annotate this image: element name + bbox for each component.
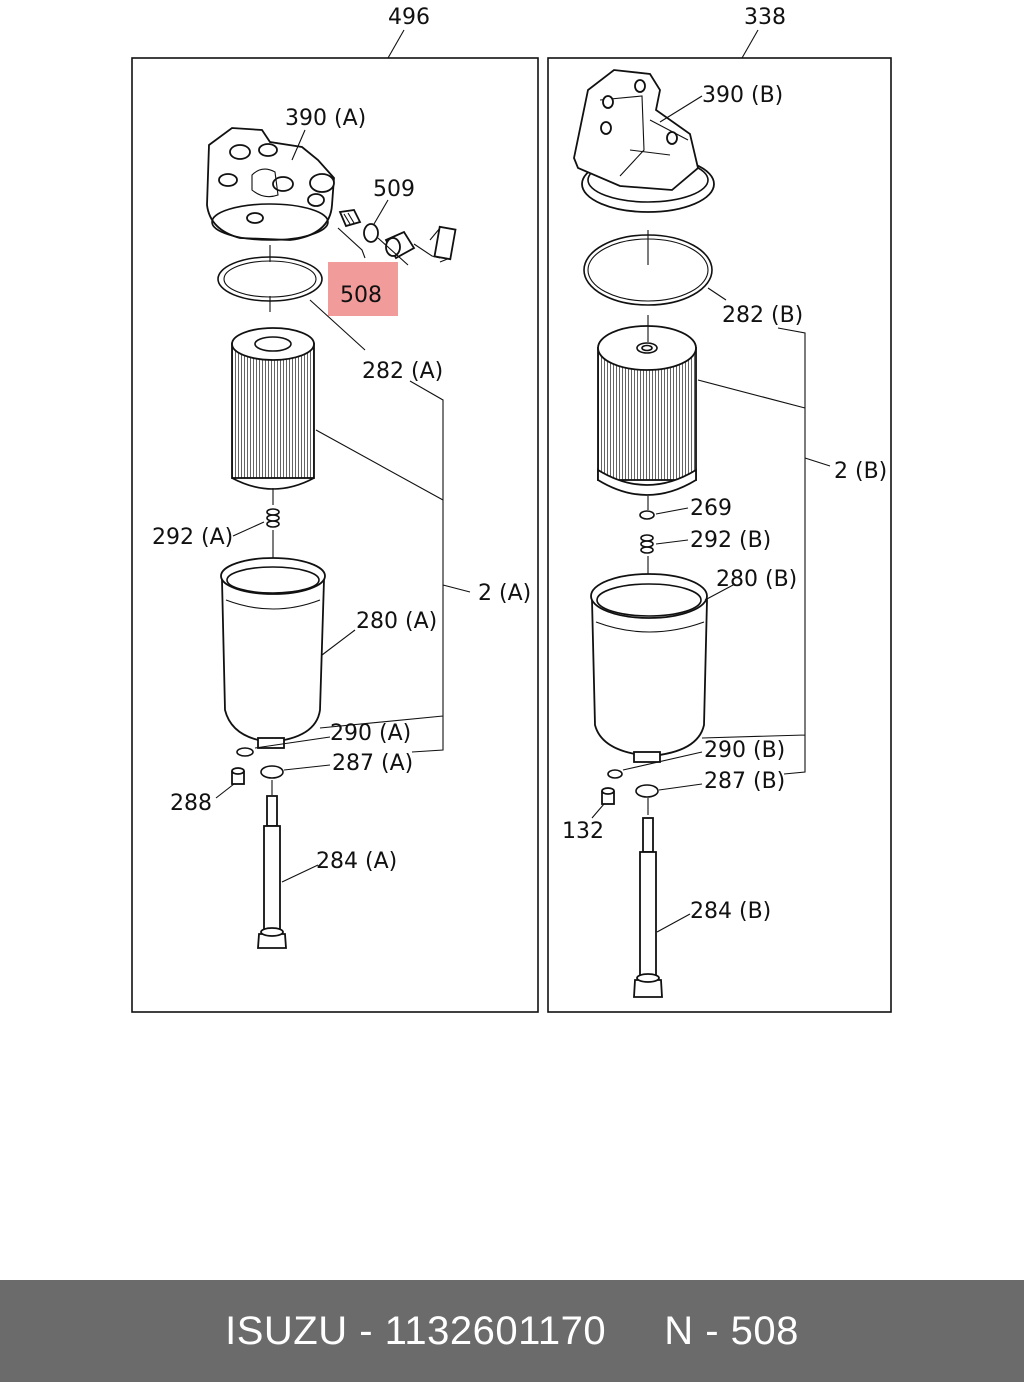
bowl-right	[590, 573, 708, 763]
label-280b[interactable]: 280 (B)	[716, 567, 797, 592]
assembly-left-number[interactable]: 496	[388, 5, 430, 30]
spring-left	[266, 508, 280, 528]
label-292a[interactable]: 292 (A)	[152, 525, 233, 550]
label-2b[interactable]: 2 (B)	[834, 459, 887, 484]
water-sensor-parts	[338, 209, 457, 263]
assembly-right: 338 390 (B) 282 (B)	[547, 5, 892, 1013]
label-508[interactable]: 508	[340, 283, 382, 308]
assembly-right-frame	[547, 57, 892, 1013]
drain-plug-right	[601, 787, 615, 805]
filter-head-right	[573, 69, 715, 213]
drain-plug-left	[231, 767, 245, 785]
separator: -	[693, 1308, 731, 1353]
label-284b[interactable]: 284 (B)	[690, 899, 771, 924]
label-269[interactable]: 269	[690, 496, 732, 521]
label-287a[interactable]: 287 (A)	[332, 751, 413, 776]
label-390a[interactable]: 390 (A)	[285, 106, 366, 131]
part-number: 1132601170	[384, 1308, 607, 1353]
oring-290-left	[236, 747, 254, 757]
filter-element-right	[597, 325, 697, 496]
label-2a[interactable]: 2 (A)	[478, 581, 531, 606]
gasket-left	[217, 256, 323, 302]
spacer	[606, 1309, 664, 1354]
label-390b[interactable]: 390 (B)	[702, 83, 783, 108]
filter-element-left	[231, 327, 315, 490]
washer-287-right	[635, 784, 659, 798]
reference-number: 508	[730, 1308, 799, 1353]
assembly-right-number[interactable]: 338	[744, 5, 786, 30]
highlight-508	[328, 262, 398, 316]
label-290a[interactable]: 290 (A)	[330, 721, 411, 746]
center-bolt-right	[633, 798, 663, 998]
label-282b[interactable]: 282 (B)	[722, 303, 803, 328]
filter-head-left	[206, 127, 335, 241]
center-bolt-left	[257, 780, 287, 949]
label-284a[interactable]: 284 (A)	[316, 849, 397, 874]
reference-prefix: N	[664, 1308, 694, 1353]
label-282a[interactable]: 282 (A)	[362, 359, 443, 384]
label-509[interactable]: 509	[373, 177, 415, 202]
label-132[interactable]: 132	[562, 819, 604, 844]
part-info-banner: ISUZU - 1132601170 N - 508	[0, 1280, 1024, 1382]
oring-290-right	[607, 769, 623, 779]
separator: -	[347, 1308, 385, 1353]
label-287b[interactable]: 287 (B)	[704, 769, 785, 794]
assembly-left: 496 390 (A) 509	[131, 5, 539, 1013]
brand-name: ISUZU	[225, 1308, 348, 1353]
label-288[interactable]: 288	[170, 791, 212, 816]
washer-269	[639, 510, 655, 520]
label-292b[interactable]: 292 (B)	[690, 528, 771, 553]
label-280a[interactable]: 280 (A)	[356, 609, 437, 634]
label-290b[interactable]: 290 (B)	[704, 738, 785, 763]
spring-right	[640, 534, 654, 554]
washer-287-left	[260, 765, 284, 779]
exploded-parts-diagram: 496 390 (A) 509	[131, 5, 892, 1013]
bowl-left	[220, 557, 326, 749]
assembly-left-frame	[131, 57, 539, 1013]
